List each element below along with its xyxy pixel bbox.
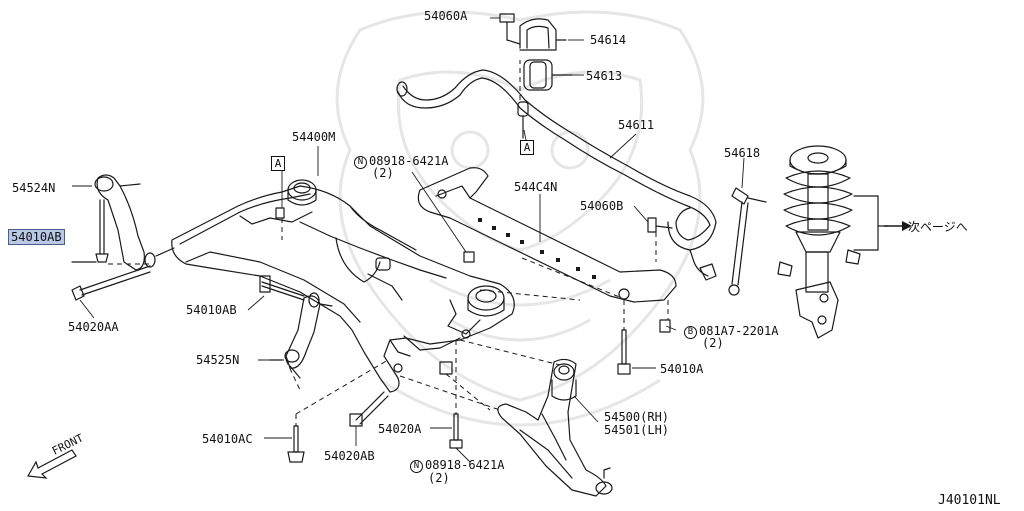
next-page-arrow (884, 221, 912, 231)
label-qty-b: (2) (702, 336, 724, 350)
label-54010AB-highlighted[interactable]: 54010AB (8, 229, 65, 245)
front-crossmember (171, 185, 515, 393)
label-54010AC[interactable]: 54010AC (202, 432, 253, 446)
label-54500[interactable]: 54500(RH) (604, 410, 670, 424)
reference-a-box: A (520, 140, 534, 155)
label-54618[interactable]: 54618 (724, 146, 761, 160)
label-54614[interactable]: 54614 (590, 33, 627, 47)
label-54010AB-mid[interactable]: 54010AB (186, 303, 237, 317)
label-qty-bottom: (2) (428, 471, 450, 485)
rear-beam (417, 167, 677, 303)
next-page-label[interactable]: 次ページへ (908, 220, 968, 234)
reference-a-box: A (271, 156, 285, 171)
label-54020AB[interactable]: 54020AB (324, 449, 375, 463)
label-54525N[interactable]: 54525N (196, 353, 240, 367)
label-54524N[interactable]: 54524N (12, 181, 56, 195)
label-54501[interactable]: 54501(LH) (604, 423, 670, 437)
stabilizer-bar (397, 77, 711, 226)
label-54613[interactable]: 54613 (586, 69, 623, 83)
lower-control-arm (497, 358, 607, 497)
label-54060A[interactable]: 54060A (424, 9, 468, 23)
label-54060B[interactable]: 54060B (580, 199, 624, 213)
diagram-code: J40101NL (938, 493, 1001, 508)
label-544C4N[interactable]: 544C4N (514, 180, 558, 194)
label-54400M[interactable]: 54400M (292, 130, 336, 144)
label-54611[interactable]: 54611 (618, 118, 655, 132)
label-54020AA[interactable]: 54020AA (68, 320, 119, 334)
front-arrow-icon (27, 449, 77, 479)
n-circle-icon: N (410, 460, 423, 473)
label-54010A[interactable]: 54010A (660, 362, 704, 376)
label-qty-top: (2) (372, 166, 394, 180)
n-circle-icon: N (354, 156, 367, 169)
label-54020A[interactable]: 54020A (378, 422, 422, 436)
b-circle-icon: B (684, 326, 697, 339)
